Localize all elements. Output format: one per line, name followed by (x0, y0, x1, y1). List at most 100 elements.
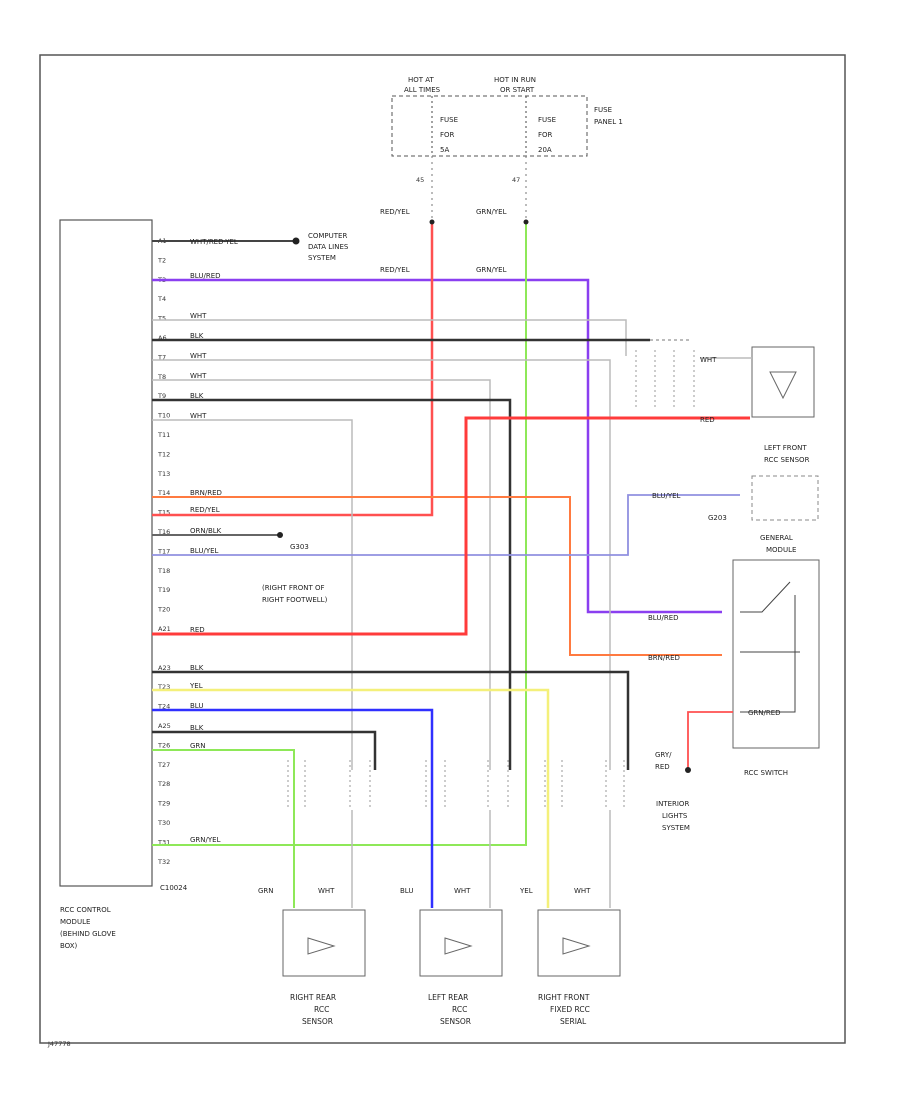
sensor3-cap-1: RIGHT FRONT (538, 993, 590, 1002)
wire-23-label: BLK (190, 664, 204, 672)
rcc-switch-caption: RCC SWITCH (744, 769, 788, 777)
computer-label-2: DATA LINES (308, 243, 349, 251)
sensor2-wire-2: WHT (454, 887, 471, 895)
module-pin-label: T14 (157, 489, 170, 497)
module-pin-label: T28 (157, 780, 170, 788)
left-front-sensor-box (751, 346, 815, 418)
general-wire-3-label: GRN/RED (748, 709, 781, 717)
hot-at-right-label: HOT IN RUN (494, 76, 536, 84)
left-front-cap-1: LEFT FRONT (764, 444, 807, 452)
wire-15-label: RED/YEL (190, 506, 220, 514)
interior-lights-terminal (685, 767, 691, 773)
ground-note-1: (RIGHT FRONT OF (262, 584, 325, 592)
wire-grn (152, 749, 295, 908)
wire-red-21 (152, 416, 750, 636)
wire-7-label: WHT (190, 352, 207, 360)
wire-24-label: YEL (189, 682, 203, 690)
fuse-panel-box (391, 95, 588, 157)
inline-connectors (287, 350, 695, 810)
rcc-switch-bus (740, 595, 796, 713)
module-pin-label: T24 (157, 703, 170, 711)
fuse-right-text-2: FOR (538, 131, 553, 139)
wire-5-label: WHT (190, 312, 207, 320)
module-pin-label: T30 (157, 819, 170, 827)
sensor3-wire-2: WHT (574, 887, 591, 895)
upper-red-label: RED/YEL (380, 266, 410, 274)
module-pin-label: T5 (157, 315, 166, 323)
fuse-right-splice (523, 219, 529, 225)
sensor2-cap-1: LEFT REAR (428, 993, 468, 1002)
wire-21-label: RED (190, 626, 205, 634)
rcc-sensor-left-rear: BLU WHT LEFT REAR RCC SENSOR (400, 887, 503, 1026)
general-module-box (732, 559, 820, 749)
wire-wht-5 (152, 319, 627, 356)
footer-code: J47778 (47, 1040, 71, 1048)
wire-27-label: GRN (190, 742, 206, 750)
interior-cap-2: LIGHTS (662, 812, 688, 820)
module-pin-label: T31 (157, 838, 170, 846)
module-pin-label: T7 (157, 353, 166, 361)
interior-wire-1: GRY/ (655, 751, 672, 759)
wire-computer-label: WHT/RED-YEL (190, 238, 238, 246)
wire-31-label: GRN/YEL (190, 836, 221, 844)
ground-note-2: RIGHT FOOTWELL) (262, 596, 328, 604)
module-pin-label: T11 (157, 431, 170, 439)
module-pin-label: T17 (157, 547, 170, 555)
module-pin-label: A23 (158, 664, 171, 672)
sensor1-wire-2: WHT (318, 887, 335, 895)
fuse-left-text-2: FOR (440, 131, 455, 139)
g203-box (751, 475, 819, 521)
wire-wht-10 (152, 419, 353, 770)
module-pin-label: T15 (157, 509, 170, 517)
left-front-cap-2: RCC SENSOR (764, 456, 810, 464)
module-pin-label: A21 (158, 625, 171, 633)
left-front-wht-label: WHT (700, 356, 717, 364)
ground-terminal (277, 532, 283, 538)
fuse-pin-right: 47 (512, 176, 520, 184)
wire-10-label: WHT (190, 412, 207, 420)
hot-at-left-label-2: ALL TIMES (404, 86, 441, 94)
module-caption-2: MODULE (60, 918, 90, 926)
diagram-frame (39, 54, 846, 1044)
fuse-right-text-1: FUSE (538, 116, 556, 124)
sensor2-cap-3: SENSOR (440, 1017, 471, 1026)
fuse-left-text-3: 5A (440, 146, 449, 154)
wire-yel (152, 688, 550, 908)
wire-grn-yel (152, 222, 527, 846)
fuse-panel-label-1: FUSE (594, 106, 612, 114)
computer-terminal (292, 237, 300, 245)
module-pin-label: T12 (157, 450, 170, 458)
sensor2-cap-2: RCC (452, 1005, 467, 1014)
general-module-cap-1: GENERAL (760, 534, 793, 542)
ground-id: G303 (290, 543, 309, 551)
wire-3-label: BLU/RED (190, 272, 221, 280)
module-pin-label: T27 (157, 761, 170, 769)
wire-grn-red (687, 711, 733, 770)
fuse-panel-label-2: PANEL 1 (594, 118, 623, 126)
module-pin-label: T13 (157, 470, 170, 478)
module-caption-3: (BEHIND GLOVE (60, 930, 116, 938)
wire-blu (152, 708, 434, 908)
module-pin-label: T2 (157, 256, 166, 264)
wire-25-label: BLU (190, 702, 203, 710)
rcc-sensor-right-rear: GRN WHT RIGHT REAR RCC SENSOR (258, 887, 366, 1026)
module-caption-4: BOX) (60, 942, 78, 950)
module-pin-label: T26 (157, 741, 170, 749)
hot-at-right-label-2: OR START (500, 86, 535, 94)
wire-blk-26 (152, 730, 377, 770)
general-wire-1-label: BLU/RED (648, 614, 679, 622)
fuse-left-splice (429, 219, 435, 225)
interior-cap-3: SYSTEM (662, 824, 690, 832)
wire-blu-red-purple (152, 278, 722, 614)
module-pin-label: T4 (157, 295, 166, 303)
fuse-right-text-3: 20A (538, 146, 552, 154)
sensor1-wire-1: GRN (258, 887, 274, 895)
sensor1-cap-1: RIGHT REAR (290, 993, 336, 1002)
left-front-sensor-symbol (769, 371, 797, 400)
module-pin-label: T18 (157, 567, 170, 575)
wire-14-label: BRN/RED (190, 489, 222, 497)
rcc-sensor-right-front: YEL WHT RIGHT FRONT FIXED RCC SERIAL (519, 887, 621, 1026)
sensor2-wire-1: BLU (400, 887, 413, 895)
module-pin-label: T16 (157, 528, 170, 536)
